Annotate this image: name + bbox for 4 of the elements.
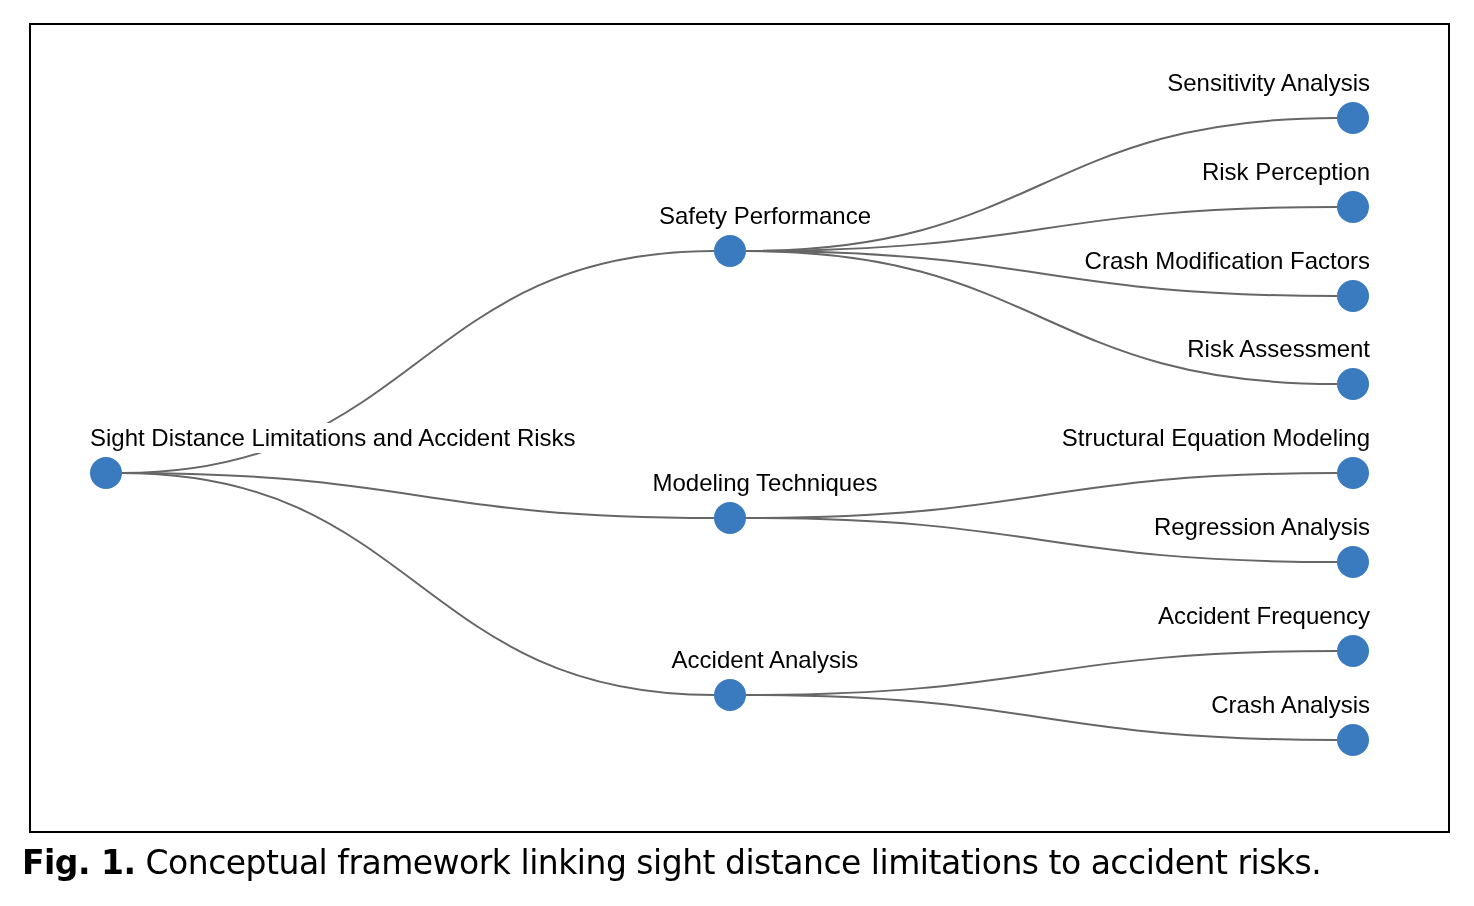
connector-line xyxy=(745,250,1338,385)
connector-line xyxy=(121,472,715,696)
node-label: Sight Distance Limitations and Accident Risks xyxy=(88,423,578,453)
figure-caption: Fig. 1. Conceptual framework linking sight distance limitations to accident risks. xyxy=(22,842,1322,884)
